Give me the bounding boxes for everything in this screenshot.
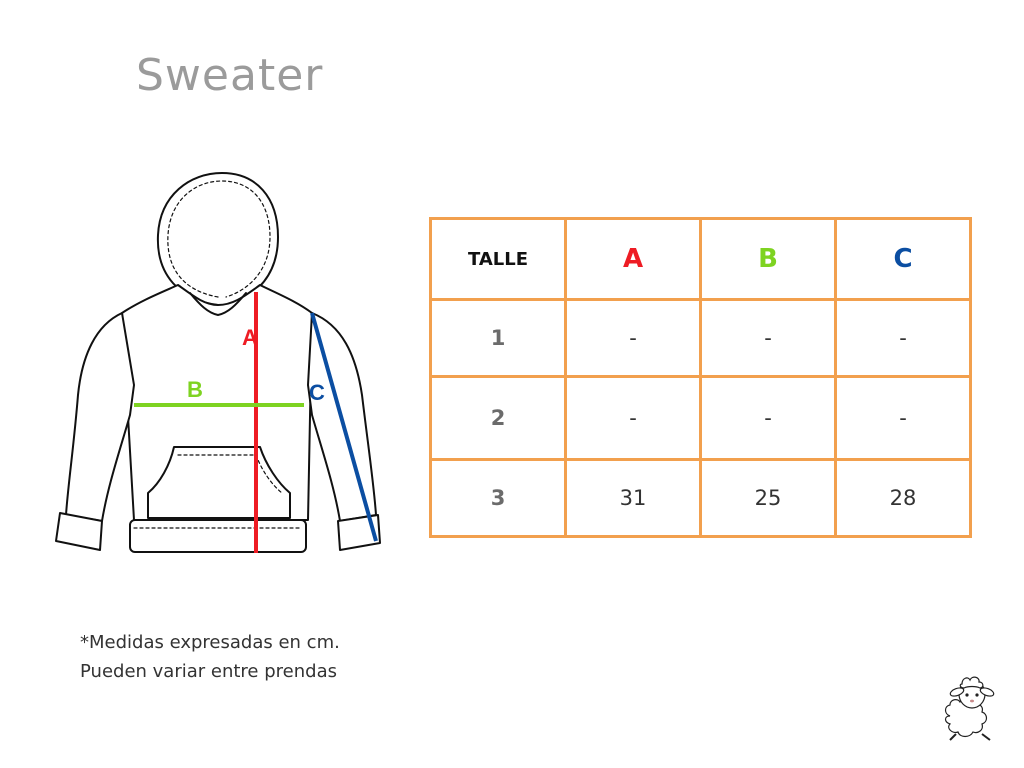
label-c: C bbox=[309, 380, 325, 405]
label-a: A bbox=[242, 325, 258, 350]
cell-b: 25 bbox=[699, 458, 837, 538]
label-b: B bbox=[187, 377, 203, 402]
cell-c: 28 bbox=[834, 458, 972, 538]
page-title: Sweater bbox=[136, 50, 324, 101]
size-table: TALLE A B C 1 - - - 2 - - - 3 31 25 28 bbox=[429, 217, 972, 538]
header-talle: TALLE bbox=[429, 217, 567, 301]
note-line-1: *Medidas expresadas en cm. bbox=[80, 632, 340, 653]
cell-c: - bbox=[834, 298, 972, 378]
cell-a: - bbox=[564, 375, 702, 461]
row-size: 2 bbox=[429, 375, 567, 461]
table-header-row: TALLE A B C bbox=[429, 217, 972, 301]
row-size: 1 bbox=[429, 298, 567, 378]
left-cuff bbox=[55, 512, 103, 551]
row-size: 3 bbox=[429, 458, 567, 538]
cell-a: - bbox=[564, 298, 702, 378]
measure-line-c bbox=[310, 312, 378, 542]
waistband bbox=[129, 519, 307, 553]
hood-inner bbox=[167, 180, 271, 298]
table-row: 3 31 25 28 bbox=[429, 458, 972, 538]
header-a: A bbox=[564, 217, 702, 301]
measurement-note: *Medidas expresadas en cm. Pueden variar… bbox=[80, 628, 340, 686]
sweater-diagram: A B C bbox=[55, 172, 381, 553]
table-row: 1 - - - bbox=[429, 298, 972, 378]
cell-c: - bbox=[834, 375, 972, 461]
note-line-2: Pueden variar entre prendas bbox=[80, 661, 337, 682]
header-b: B bbox=[699, 217, 837, 301]
cell-a: 31 bbox=[564, 458, 702, 538]
table-row: 2 - - - bbox=[429, 375, 972, 461]
sheep-icon bbox=[944, 676, 995, 741]
hood-outline bbox=[156, 172, 279, 306]
left-sleeve bbox=[65, 312, 135, 522]
cell-b: - bbox=[699, 298, 837, 378]
cell-b: - bbox=[699, 375, 837, 461]
header-c: C bbox=[834, 217, 972, 301]
